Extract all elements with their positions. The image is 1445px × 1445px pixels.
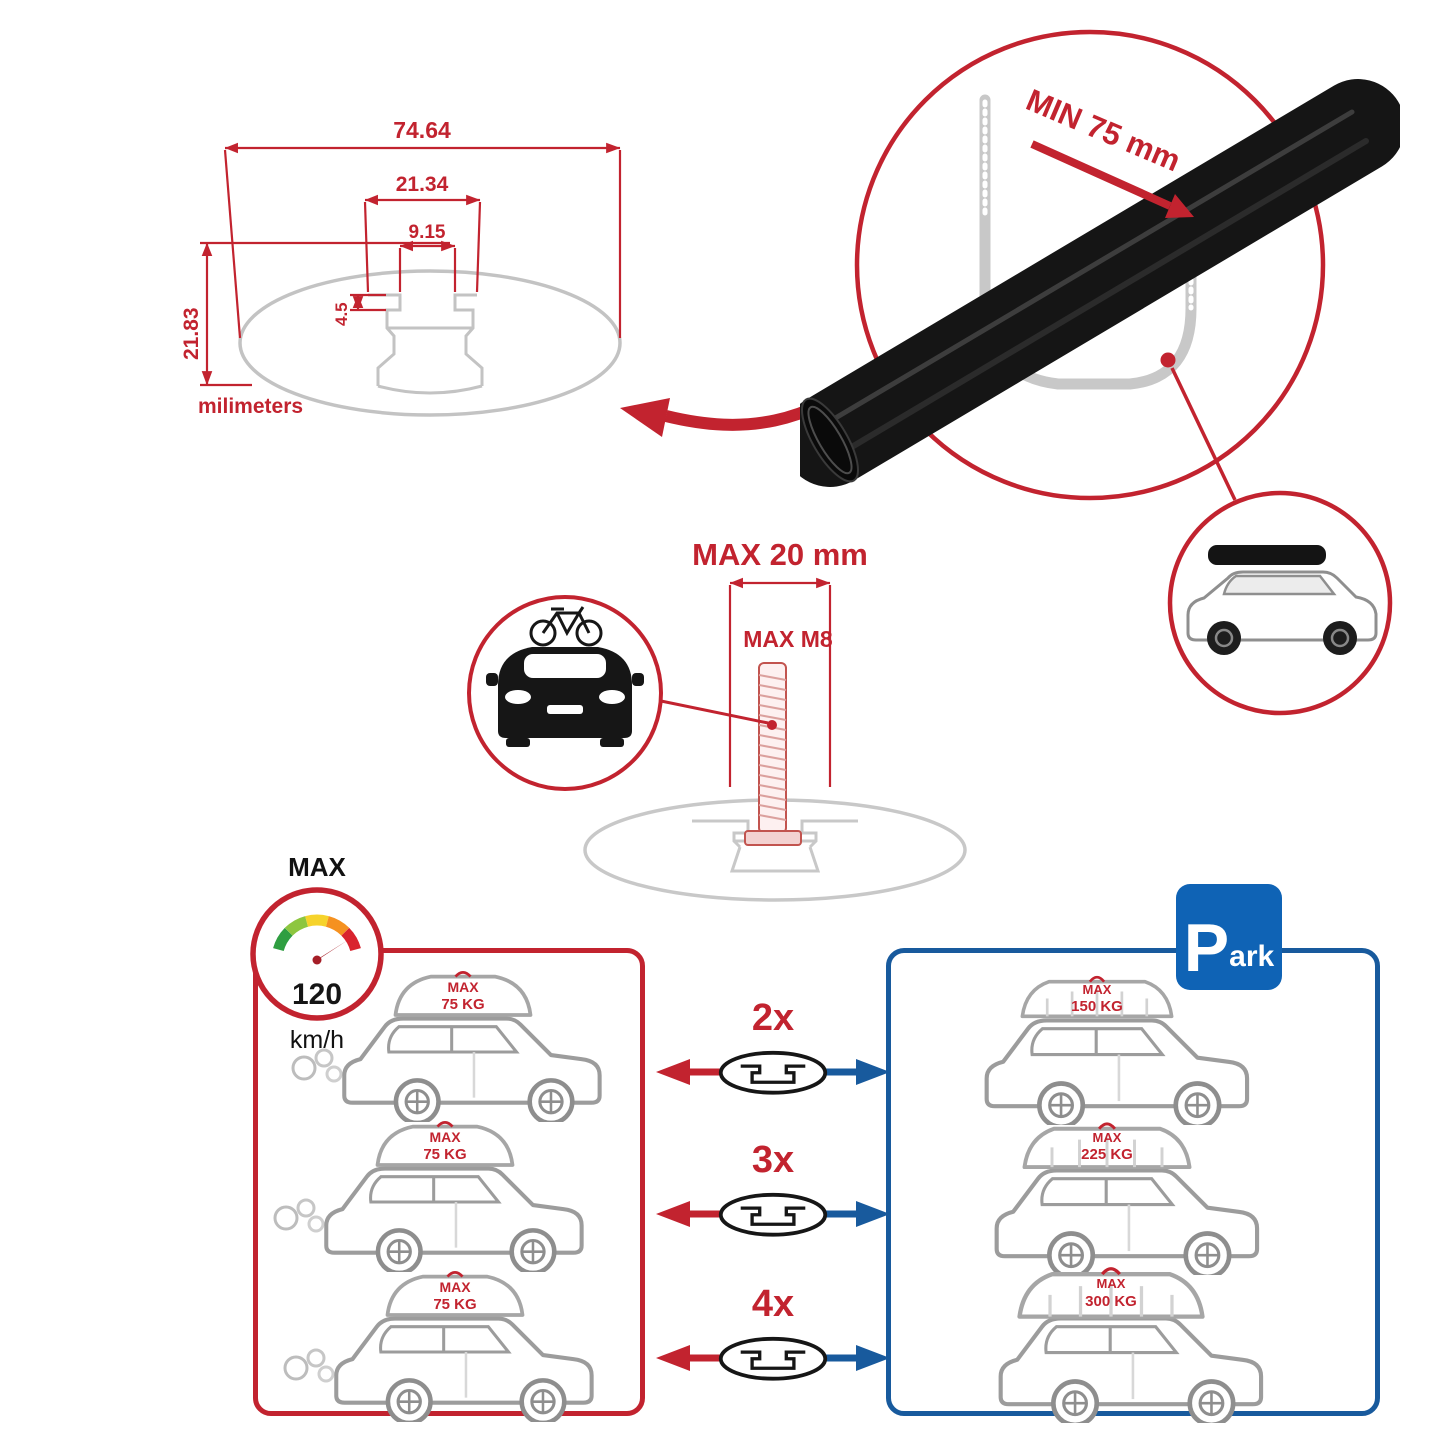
cargo-max-label: MAX bbox=[439, 1279, 471, 1295]
cargo-weight-label: 75 KG bbox=[441, 996, 484, 1013]
dim-lip-height: 4.5 bbox=[332, 302, 351, 326]
crossbar-count-arrows bbox=[656, 1050, 890, 1095]
speed-units-label: km/h bbox=[289, 1026, 345, 1054]
suv-side-icon bbox=[1001, 1318, 1261, 1423]
crossbar-3d-icon bbox=[800, 79, 1400, 487]
dim-slot-outer: 21.34 bbox=[396, 173, 449, 196]
crossbar-count-arrows bbox=[656, 1336, 890, 1381]
car-row-parked-2: MAX 225 KG bbox=[946, 1100, 1306, 1280]
cargo-weight-label: 75 KG bbox=[433, 1296, 476, 1313]
car-row-parked-1: MAX 150 KG bbox=[936, 950, 1296, 1130]
crossbar-cross-section-icon bbox=[718, 1050, 828, 1095]
multiplier-count: 3x bbox=[751, 1139, 795, 1181]
car-row-driving-1: MAX 75 KG bbox=[288, 952, 628, 1127]
speed-value: 120 bbox=[292, 978, 342, 1011]
cargo-max-label: MAX bbox=[429, 1129, 461, 1145]
connector-line bbox=[1170, 367, 1237, 501]
dimension-diagram: 74.64 21.34 9.15 4.5 21.83 milimeters bbox=[180, 117, 622, 418]
cargo-max-label: MAX bbox=[1083, 982, 1112, 997]
attachment-point-dot bbox=[1160, 352, 1176, 368]
multiplier-row-4x: 4x bbox=[648, 1282, 898, 1390]
crossbar-detail-view: MIN 75 mm bbox=[800, 29, 1400, 716]
car-row-driving-3: MAX 75 KG bbox=[280, 1252, 620, 1427]
multiplier-count: 2x bbox=[751, 997, 795, 1039]
cargo-max-label: MAX bbox=[1097, 1276, 1126, 1291]
park-suffix: ark bbox=[1229, 940, 1275, 973]
min-clearance-arrow-icon bbox=[1030, 140, 1194, 218]
cargo-weight-label: 75 KG bbox=[423, 1146, 466, 1163]
multiplier-row-3x: 3x bbox=[648, 1138, 898, 1246]
multiplier-row-2x: 2x bbox=[648, 996, 898, 1104]
speed-max-label: MAX bbox=[288, 852, 346, 882]
dim-slot-inner: 9.15 bbox=[409, 222, 446, 243]
car-row-parked-3: MAX 300 KG bbox=[950, 1248, 1310, 1428]
bolt-max-thread-label: MAX M8 bbox=[743, 626, 833, 652]
crossbar-cross-section-icon bbox=[718, 1336, 828, 1381]
dimension-lines bbox=[200, 142, 622, 387]
speed-limit-gauge: MAX 120 km/h bbox=[242, 852, 392, 1055]
dim-width-total: 74.64 bbox=[393, 117, 451, 143]
bicycle-icon bbox=[529, 606, 603, 647]
bolt-leader-line bbox=[660, 699, 769, 725]
speedometer-icon: 120 bbox=[250, 887, 384, 1021]
suv-side-icon bbox=[336, 1319, 591, 1422]
cargo-weight-label: 225 KG bbox=[1081, 1146, 1133, 1163]
car-row-driving-2: MAX 75 KG bbox=[270, 1102, 610, 1277]
park-letter: P bbox=[1183, 910, 1230, 987]
cargo-max-label: MAX bbox=[447, 979, 479, 995]
t-slot-profile-icon bbox=[368, 293, 484, 395]
roof-box-icon bbox=[1208, 545, 1326, 565]
suv-roofbox-circle bbox=[1167, 490, 1393, 716]
dim-height-total: 21.83 bbox=[180, 307, 203, 360]
crossbar-cross-section-outline bbox=[238, 269, 622, 417]
cargo-weight-label: 150 KG bbox=[1071, 998, 1123, 1015]
bolt-detail-view: MAX 20 mm MAX M8 bbox=[467, 537, 967, 902]
exhaust-puffs-icon bbox=[273, 1198, 325, 1233]
cargo-max-label: MAX bbox=[1093, 1130, 1122, 1145]
dim-units-label: milimeters bbox=[198, 395, 303, 418]
crossbar-cross-section-icon bbox=[718, 1192, 828, 1237]
car-front-circle bbox=[467, 595, 663, 791]
cargo-weight-label: 300 KG bbox=[1085, 1293, 1137, 1310]
crossbar-count-arrows bbox=[656, 1192, 890, 1237]
mounting-bolt-icon bbox=[744, 662, 802, 846]
bolt-max-width-label: MAX 20 mm bbox=[692, 537, 868, 572]
bolt-leader-dot bbox=[767, 720, 777, 730]
multiplier-count: 4x bbox=[751, 1283, 795, 1325]
exhaust-puffs-icon bbox=[283, 1348, 335, 1383]
car-front-icon bbox=[486, 647, 644, 747]
bolt-dimension-lines bbox=[728, 577, 832, 787]
